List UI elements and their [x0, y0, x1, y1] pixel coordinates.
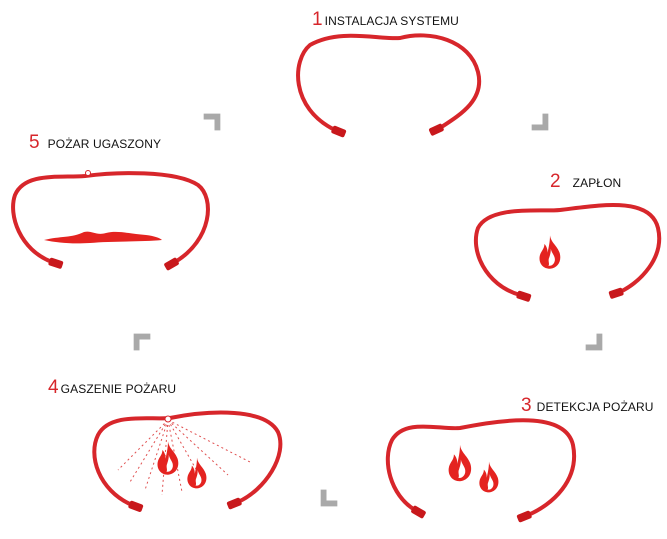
step-number: 5 — [29, 132, 40, 153]
flame-icon — [187, 457, 207, 489]
step-2-title: 2 ZAPŁON — [550, 172, 621, 191]
step-2-ignition-scene — [473, 203, 662, 302]
chevron-arrow-icon — [203, 113, 221, 131]
tube-end-connector-icon — [48, 257, 64, 269]
step-label: ZAPŁON — [572, 176, 622, 190]
chevron-arrow-icon — [531, 113, 549, 131]
detection-tube — [385, 418, 577, 517]
chevron-arrow-icon — [585, 333, 603, 351]
step-number: 2 — [550, 171, 561, 192]
step-1-installation-scene — [296, 33, 482, 138]
nozzle-point — [85, 170, 91, 176]
step-label: POŻAR UGASZONY — [47, 137, 162, 151]
tube-end-connector-icon — [516, 290, 532, 302]
step-5-extinguished-scene — [11, 170, 210, 271]
step-4-extinguishing-scene — [92, 410, 283, 512]
step-label: DETEKCJA POŻARU — [536, 400, 654, 414]
step-5-title: 5 POŻAR UGASZONY — [29, 133, 161, 152]
extinguishing-agent-spray — [117, 419, 251, 496]
tube-end-connector-icon — [128, 500, 144, 512]
step-1-title: 1 INSTALACJA SYSTEMU — [312, 10, 459, 29]
step-number: 3 — [521, 395, 532, 416]
chevron-arrow-icon — [320, 489, 338, 507]
nozzle-point — [164, 415, 172, 423]
tube-end-connector-icon — [164, 257, 179, 271]
step-number: 4 — [48, 377, 59, 398]
chevron-arrow-icon — [133, 333, 151, 351]
tube-end-connector-icon — [428, 123, 444, 136]
tube-end-connector-icon — [331, 125, 347, 138]
flame-icon — [448, 444, 472, 482]
detection-tube — [92, 410, 283, 507]
tube-end-connector-icon — [608, 287, 624, 299]
tube-end-connector-icon — [411, 505, 426, 519]
step-3-title: 3 DETEKCJA POŻARU — [521, 396, 654, 415]
tube-end-connector-icon — [516, 510, 532, 523]
tube-end-connector-icon — [226, 497, 242, 510]
flame-icon — [157, 441, 179, 475]
step-3-detection-scene — [385, 418, 577, 523]
step-number: 1 — [312, 9, 323, 30]
flame-icon — [539, 235, 561, 269]
detection-tube — [473, 203, 662, 297]
step-label: INSTALACJA SYSTEMU — [324, 14, 459, 28]
flame-icon — [479, 461, 499, 493]
detection-tube — [11, 171, 210, 264]
step-label: GASZENIE POŻARU — [60, 382, 177, 396]
detection-tube — [296, 33, 482, 132]
step-4-title: 4 GASZENIE POŻARU — [48, 378, 176, 397]
extinguished-residue-icon — [44, 231, 162, 244]
